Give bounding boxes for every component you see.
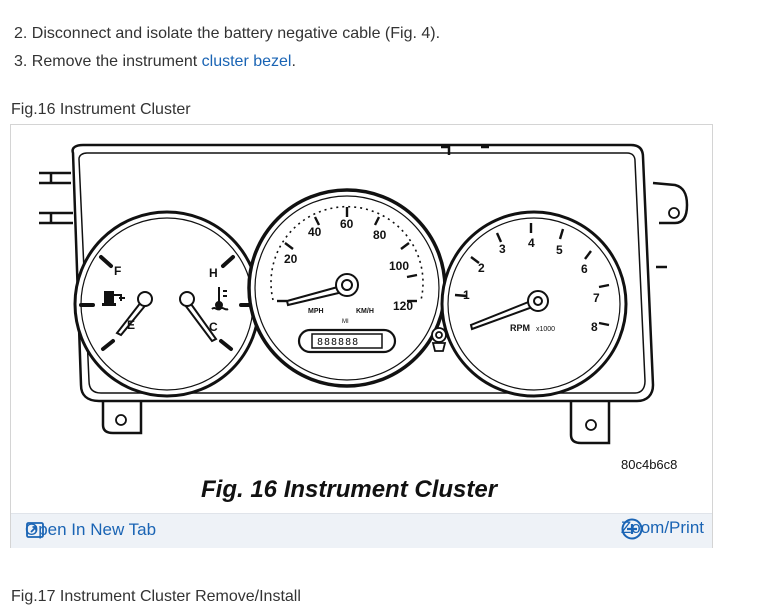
- rpm-unit-label: RPM: [510, 323, 530, 333]
- trip-reset-knob-icon: [431, 327, 447, 352]
- cluster-bezel-link[interactable]: cluster bezel: [201, 53, 292, 70]
- figure-16-container: F E H C 20 40 60 80 100: [10, 124, 713, 548]
- speed-label-120: 120: [393, 299, 413, 313]
- rpm-multiplier-label: x1000: [536, 326, 555, 333]
- plus-circle-icon: [621, 518, 643, 540]
- instrument-cluster-illustration: F E H C 20 40 60 80 100: [39, 143, 689, 503]
- fuel-pump-icon: [102, 291, 125, 306]
- temp-cold-label: C: [209, 320, 218, 334]
- open-in-new-tab-button[interactable]: Open In New Tab: [25, 520, 156, 540]
- zoom-print-button[interactable]: Zoom/Print: [621, 518, 704, 540]
- figure-16-heading: Fig.16 Instrument Cluster: [11, 101, 191, 118]
- step-text: Disconnect and isolate the battery negat…: [31, 25, 441, 42]
- speed-label-60: 60: [340, 217, 354, 231]
- coolant-temperature-icon: [211, 287, 229, 311]
- speed-label-20: 20: [284, 252, 298, 266]
- figure-action-bar: Open In New Tab Zoom/Print: [11, 513, 712, 548]
- step-number: 3.: [14, 53, 28, 70]
- figure-17-heading: Fig.17 Instrument Cluster Remove/Install: [11, 588, 301, 605]
- speed-label-40: 40: [308, 225, 322, 239]
- rpm-label-4: 4: [528, 236, 535, 250]
- step-3: 3. Remove the instrument cluster bezel.: [14, 48, 440, 76]
- rpm-label-1: 1: [463, 288, 470, 302]
- rpm-label-7: 7: [593, 291, 600, 305]
- kmh-unit-label: KM/H: [356, 308, 374, 315]
- step-number: 2.: [14, 25, 28, 42]
- fuel-full-label: F: [114, 264, 121, 278]
- rpm-label-2: 2: [478, 261, 485, 275]
- speedometer: 20 40 60 80 100 120 MPH KM/H MI 888888: [247, 188, 447, 388]
- fuel-temp-gauge: F E H C: [73, 210, 261, 398]
- rpm-label-6: 6: [581, 262, 588, 276]
- odometer-reading: 888888: [317, 337, 359, 348]
- procedure-steps: 2. Disconnect and isolate the battery ne…: [14, 20, 440, 76]
- mph-unit-label: MPH: [308, 308, 324, 315]
- fuel-empty-label: E: [127, 318, 135, 332]
- rpm-label-8: 8: [591, 320, 598, 334]
- figure-caption: Fig. 16 Instrument Cluster: [201, 476, 499, 503]
- step-text-end: .: [291, 53, 296, 70]
- temp-hot-label: H: [209, 266, 218, 280]
- tachometer: 1 2 3 4 5 6 7 8 RPM x1000: [440, 210, 628, 398]
- step-text: Remove the instrument: [31, 53, 202, 70]
- rpm-label-5: 5: [556, 243, 563, 257]
- speed-label-80: 80: [373, 228, 387, 242]
- open-in-new-tab-icon: [26, 522, 44, 538]
- step-2: 2. Disconnect and isolate the battery ne…: [14, 20, 440, 48]
- rpm-label-3: 3: [499, 242, 506, 256]
- figure-code: 80c4b6c8: [621, 457, 677, 472]
- mi-unit-label: MI: [342, 319, 349, 325]
- open-in-new-tab-label: Open In New Tab: [25, 520, 157, 539]
- speed-label-100: 100: [389, 259, 409, 273]
